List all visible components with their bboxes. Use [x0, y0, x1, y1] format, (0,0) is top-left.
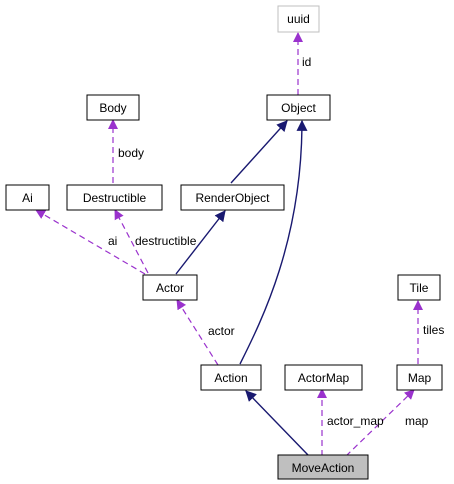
edge-actor-ai	[35, 209, 146, 275]
edge-label-id: id	[302, 55, 311, 69]
node-tile-label: Tile	[410, 281, 429, 295]
edge-moveaction-action	[245, 390, 309, 456]
node-tile[interactable]: Tile	[397, 274, 441, 301]
edge-actor-destructible	[114, 209, 149, 274]
edge-renderobject-object	[230, 120, 288, 184]
node-uuid[interactable]: uuid	[277, 5, 320, 33]
node-object[interactable]: Object	[266, 94, 331, 121]
edge-moveaction-map	[345, 389, 415, 457]
node-ai[interactable]: Ai	[5, 184, 50, 211]
edge-actor-renderobject	[175, 210, 226, 275]
node-ai-label: Ai	[22, 191, 33, 205]
edge-label-destructible: destructible	[135, 234, 197, 248]
node-actor-label: Actor	[156, 281, 184, 295]
node-map-label: Map	[408, 371, 432, 385]
node-body[interactable]: Body	[86, 94, 140, 121]
node-destructible-label: Destructible	[83, 191, 147, 205]
node-destructible[interactable]: Destructible	[66, 184, 163, 211]
edge-label-ai: ai	[108, 234, 117, 248]
edge-label-tiles: tiles	[423, 323, 444, 337]
node-actor[interactable]: Actor	[142, 274, 198, 301]
edge-action-actor	[176, 299, 219, 366]
edge-action-object	[239, 119, 308, 365]
node-render-object-label: RenderObject	[195, 191, 270, 205]
edges	[35, 32, 423, 457]
node-move-action[interactable]: MoveAction	[277, 454, 369, 480]
node-action-label: Action	[214, 371, 247, 385]
node-map[interactable]: Map	[396, 364, 443, 391]
node-move-action-label: MoveAction	[292, 461, 355, 475]
node-uuid-label: uuid	[287, 12, 310, 26]
edge-labels: id body ai destructible actor tiles acto…	[108, 55, 444, 428]
nodes: uuid Object Body Ai Destructible RenderO…	[5, 5, 443, 480]
node-render-object[interactable]: RenderObject	[180, 184, 285, 211]
edge-label-body: body	[118, 146, 144, 160]
node-action[interactable]: Action	[200, 364, 262, 391]
edge-label-map: map	[405, 414, 429, 428]
node-actor-map[interactable]: ActorMap	[284, 364, 363, 391]
node-object-label: Object	[281, 101, 316, 115]
node-body-label: Body	[99, 101, 126, 115]
edge-label-actor: actor	[208, 324, 235, 338]
edge-label-actor-map: actor_map	[327, 414, 384, 428]
node-actor-map-label: ActorMap	[298, 371, 350, 385]
